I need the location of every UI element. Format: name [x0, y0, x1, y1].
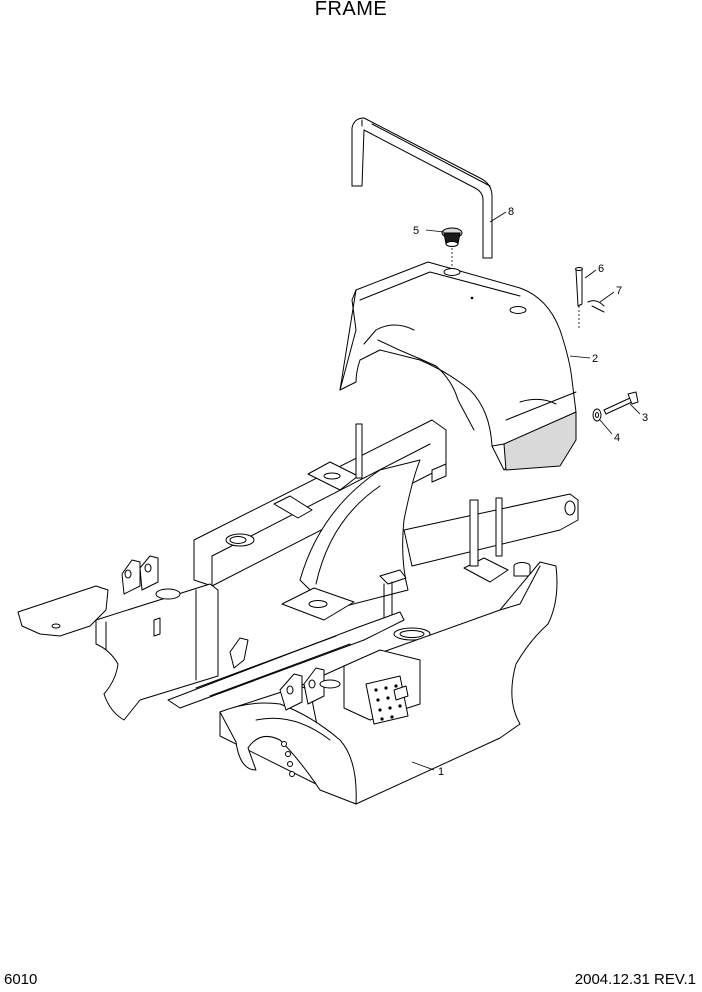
callout-6: 6	[598, 263, 604, 275]
callout-leaders	[411, 211, 641, 771]
callout-4: 4	[614, 432, 620, 444]
part-bolt	[603, 391, 639, 415]
callout-8: 8	[508, 206, 514, 218]
part-washer	[592, 408, 602, 422]
part-pin	[575, 267, 583, 330]
callout-5: 5	[413, 225, 419, 237]
part-handle-bar	[351, 117, 493, 259]
date-revision: 2004.12.31 REV.1	[574, 971, 696, 988]
page-code: 6010	[4, 971, 38, 988]
callout-3: 3	[642, 412, 648, 424]
part-main-frame	[17, 419, 579, 805]
part-clip	[587, 300, 605, 313]
part-cap	[441, 227, 463, 270]
diagram-title: FRAME	[314, 0, 388, 20]
callout-2: 2	[592, 353, 598, 365]
part-cover	[339, 261, 577, 471]
callout-1: 1	[438, 766, 444, 778]
callout-7: 7	[616, 285, 622, 297]
